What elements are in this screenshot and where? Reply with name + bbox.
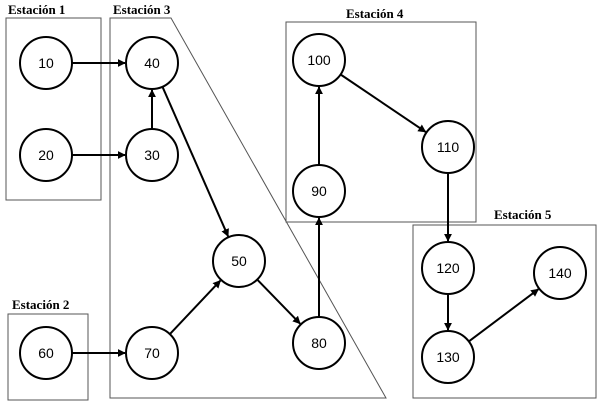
edges bbox=[72, 59, 540, 357]
node-label: 120 bbox=[436, 260, 460, 276]
station-4-label: Estación 4 bbox=[346, 6, 404, 21]
station-1-label: Estación 1 bbox=[8, 2, 65, 17]
node-circle bbox=[421, 330, 475, 384]
node-circle bbox=[212, 234, 266, 288]
nodes: 10 20 30 40 50 60 70 80 90 100 110 120 130 140 bbox=[19, 33, 587, 384]
station-3-box bbox=[109, 17, 387, 399]
node-30: 30 bbox=[125, 128, 179, 182]
station-labels: Estación 1 Estación 2 Estación 3 Estació… bbox=[8, 2, 552, 312]
node-label: 80 bbox=[311, 335, 327, 351]
node-circle bbox=[19, 326, 73, 380]
node-130: 130 bbox=[421, 330, 475, 384]
station-2-label: Estación 2 bbox=[12, 297, 69, 312]
edge-100-to-110 bbox=[340, 73, 427, 133]
node-110: 110 bbox=[421, 120, 475, 174]
edge-130-to-140 bbox=[468, 288, 540, 343]
node-label: 70 bbox=[144, 345, 160, 361]
node-circle bbox=[292, 164, 346, 218]
node-50: 50 bbox=[212, 234, 266, 288]
node-label: 40 bbox=[144, 55, 160, 71]
node-circle bbox=[125, 128, 179, 182]
edge-50-to-80 bbox=[256, 278, 301, 325]
node-circle bbox=[533, 246, 587, 300]
node-circle bbox=[421, 241, 475, 295]
node-circle bbox=[125, 36, 179, 90]
node-label: 30 bbox=[144, 147, 160, 163]
node-90: 90 bbox=[292, 164, 346, 218]
node-circle bbox=[19, 36, 73, 90]
node-label: 100 bbox=[307, 52, 331, 68]
node-label: 140 bbox=[548, 265, 572, 281]
station-1-box bbox=[5, 17, 102, 201]
node-label: 20 bbox=[38, 147, 54, 163]
station-5-label: Estación 5 bbox=[494, 207, 552, 222]
node-label: 130 bbox=[436, 349, 460, 365]
node-20: 20 bbox=[19, 128, 73, 182]
node-label: 50 bbox=[231, 253, 247, 269]
node-100: 100 bbox=[292, 33, 346, 87]
node-120: 120 bbox=[421, 241, 475, 295]
node-80: 80 bbox=[292, 316, 346, 370]
edge-70-to-50 bbox=[169, 279, 222, 335]
node-10: 10 bbox=[19, 36, 73, 90]
station-4-box bbox=[285, 21, 477, 223]
node-label: 110 bbox=[437, 139, 460, 155]
node-label: 60 bbox=[38, 345, 54, 361]
edge-40-to-50 bbox=[161, 86, 230, 238]
node-circle bbox=[292, 316, 346, 370]
node-circle bbox=[125, 326, 179, 380]
node-140: 140 bbox=[533, 246, 587, 300]
station-boxes bbox=[5, 17, 597, 401]
station-3-label: Estación 3 bbox=[113, 2, 171, 17]
node-label: 90 bbox=[311, 183, 327, 199]
node-60: 60 bbox=[19, 326, 73, 380]
station-2-box bbox=[7, 313, 89, 401]
node-circle bbox=[292, 33, 346, 87]
node-70: 70 bbox=[125, 326, 179, 380]
station-5-box bbox=[412, 224, 597, 399]
node-circle bbox=[19, 128, 73, 182]
node-40: 40 bbox=[125, 36, 179, 90]
node-label: 10 bbox=[38, 55, 54, 71]
node-circle bbox=[421, 120, 475, 174]
